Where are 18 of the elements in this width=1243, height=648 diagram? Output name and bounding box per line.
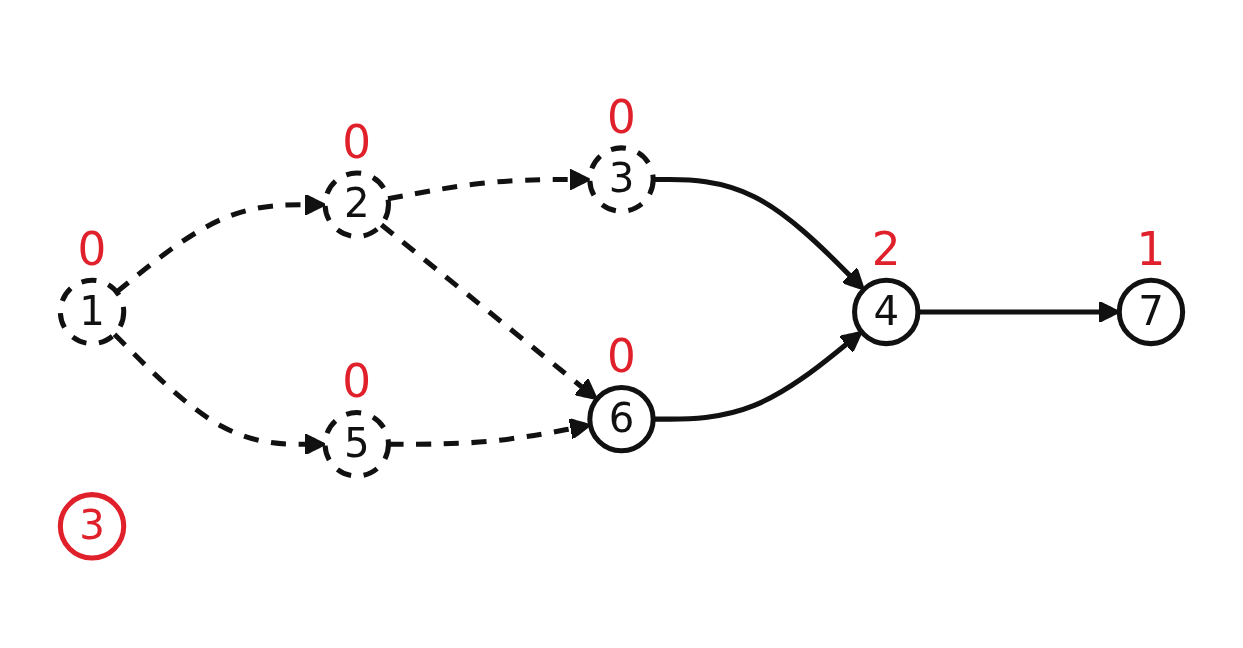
node-circle: 6	[587, 384, 656, 454]
node-circle: 3	[587, 145, 656, 214]
arrow	[379, 222, 598, 401]
node-label: 0	[342, 115, 372, 169]
node-circle: 2	[322, 170, 391, 239]
node-circle: 4	[852, 277, 921, 347]
node-circle: 3	[57, 492, 127, 561]
node-label: 2	[871, 223, 901, 277]
arrow	[653, 330, 863, 422]
node-label: 0	[607, 330, 636, 384]
node-label: 0	[77, 223, 107, 277]
arrow	[653, 177, 865, 291]
node-circle: 5	[322, 410, 391, 479]
node-circle: 7	[1116, 277, 1186, 347]
node-label: 0	[607, 90, 636, 144]
node-label: 0	[342, 355, 372, 409]
node-label: 1	[1136, 223, 1166, 277]
node-circle: 1	[57, 277, 127, 347]
